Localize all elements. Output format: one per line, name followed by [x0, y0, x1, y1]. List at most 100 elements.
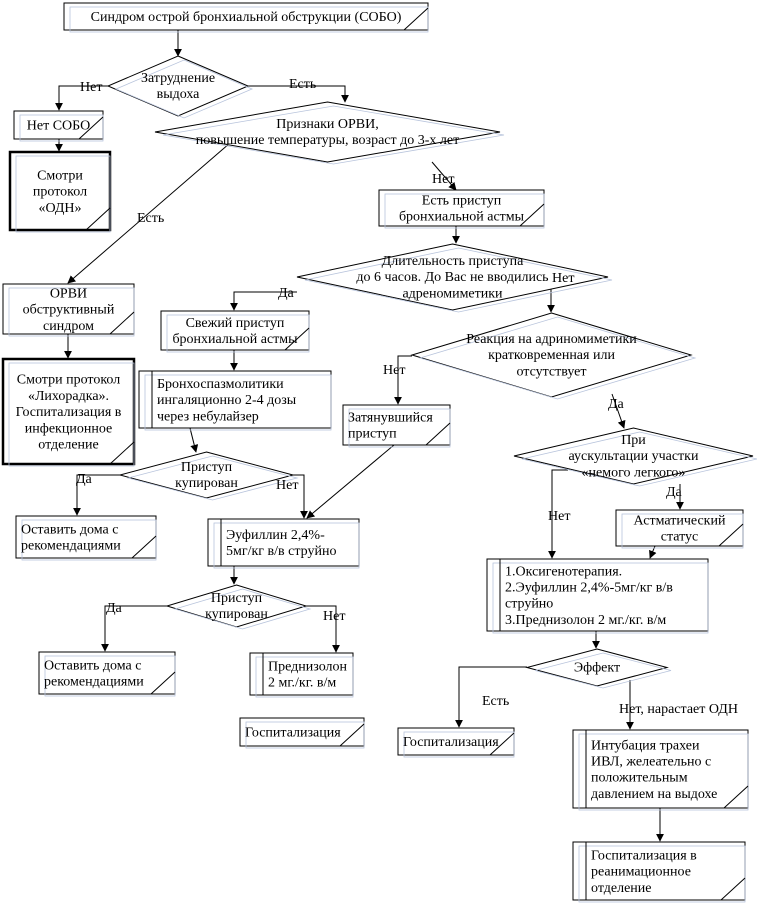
decision-text: Приступ	[211, 591, 263, 606]
ghost-frame	[213, 522, 360, 569]
connector-arrow	[306, 444, 395, 519]
decision-text: до 6 часов. До Вас не вводились	[356, 270, 548, 285]
edge-label-duration-yes: Да	[278, 286, 295, 301]
node-text: Интубация трахеи	[591, 738, 700, 753]
node-text: бронхиальной астмы	[172, 332, 298, 347]
node-text: обструктивный	[23, 303, 115, 318]
corner-mark	[403, 7, 429, 31]
node-text: Оставить дома с	[44, 659, 141, 674]
corner-mark	[720, 877, 746, 901]
corner-mark	[78, 116, 104, 140]
ghost-frame	[44, 655, 176, 697]
node-oxygen: 1.Оксигенотерапия. 2.Эуфиллин 2,4%-5мг/кг…	[486, 558, 709, 634]
corner-mark	[425, 422, 451, 446]
decision-text: Признаки ОРВИ,	[276, 117, 378, 132]
node-text: синдром	[43, 319, 94, 334]
decision-d-effect: Эффект	[525, 648, 672, 689]
node-text: статус	[661, 530, 699, 545]
corner-mark	[284, 327, 310, 351]
ghost-frame	[384, 193, 545, 229]
ghost-frame	[578, 733, 749, 811]
node-text: ИВЛ, желеательно с	[591, 755, 711, 770]
node-text: реанимационное	[591, 865, 691, 880]
node-no-sobo: Нет СОБО	[13, 110, 104, 142]
edge-label-stopped2-yes: Да	[106, 601, 123, 616]
decision-text: повышение температуры, возраст до 3-х ле…	[196, 133, 459, 148]
node-text: 2.Эуфиллин 2,4%-5мг/кг в/в	[505, 581, 673, 596]
edge-label-orvi-yes: Есть	[137, 211, 164, 226]
edge-label-duration-no: Нет	[552, 271, 574, 286]
edge-label-exhale-yes: Есть	[289, 77, 316, 92]
connector-arrow	[455, 666, 527, 728]
node-text: 1.Оксигенотерапия.	[505, 564, 622, 579]
connector-arrow	[73, 474, 120, 516]
connector-arrow	[548, 469, 568, 559]
node-hosp2: Госпитализация	[397, 727, 515, 758]
node-text: Есть приступ	[422, 194, 502, 209]
decision-text: адреномиметики	[402, 286, 503, 301]
node-text: рекомендациями	[44, 675, 144, 690]
edge-label-auscult-yes: Да	[666, 485, 683, 500]
decision-text: «немого легкого»	[582, 465, 686, 480]
corner-mark	[723, 785, 749, 809]
node-text: Астматический	[634, 514, 726, 529]
node-text: положительным	[591, 771, 688, 786]
edge-label-effect-no: Нет, нарастает ОДН	[619, 702, 738, 717]
edge-label-stopped1-no: Нет	[276, 478, 298, 493]
node-text: Нет СОБО	[27, 119, 90, 134]
node-start: Синдром острой бронхиальной обструкции (…	[63, 2, 429, 33]
decision-text: отсутствует	[516, 364, 586, 379]
corner-mark	[489, 732, 515, 756]
connector-arrow	[394, 355, 412, 405]
ghost-frame	[418, 316, 697, 400]
connector-arrow	[306, 605, 340, 653]
node-text: Госпитализация в	[16, 405, 122, 420]
connector-arrow	[101, 605, 167, 652]
decision-text: купирован	[205, 607, 268, 622]
ghost-frame	[114, 59, 254, 119]
ghost-frame	[126, 455, 299, 501]
corner-mark	[339, 723, 365, 747]
node-text: ОРВИ	[50, 286, 87, 301]
ghost-frame	[578, 845, 746, 903]
edge-label-stopped1-yes: Да	[76, 472, 93, 487]
decision-text: кратковременная или	[488, 348, 615, 363]
node-text: Госпитализация	[403, 735, 499, 750]
corner-mark	[109, 311, 135, 335]
edge-label-stopped2-no: Нет	[323, 609, 345, 624]
node-text: Бронхоспазмолитики	[157, 377, 284, 392]
ghost-frame	[534, 652, 672, 689]
ghost-frame	[348, 408, 451, 448]
ghost-frame	[521, 431, 757, 487]
connector-arrow	[55, 85, 108, 111]
node-text: отделение	[38, 438, 98, 453]
corner-mark	[150, 671, 176, 695]
decision-text: При	[621, 433, 646, 448]
node-text: ингаляционно 2-4 дозы	[157, 393, 297, 408]
edge-label-effect-yes: Есть	[482, 694, 509, 709]
decision-text: Реакция на адриномиметики	[466, 332, 637, 347]
node-hosp1: Госпитализация	[239, 717, 365, 749]
ghost-frame	[166, 314, 310, 353]
node-text: 2 мг./кг. в/м	[268, 676, 336, 691]
node-text: 3.Преднизолон 2 мг./кг. в/м	[505, 613, 666, 628]
node-text: Синдром острой бронхиальной обструкции (…	[91, 10, 402, 25]
connector-arrow	[189, 427, 199, 453]
ghost-frame	[162, 105, 505, 165]
ghost-frame	[15, 155, 111, 233]
decision-text: купирован	[175, 476, 238, 491]
connector-arrow	[293, 474, 308, 519]
decision-text: Длительность приступа	[382, 254, 524, 269]
